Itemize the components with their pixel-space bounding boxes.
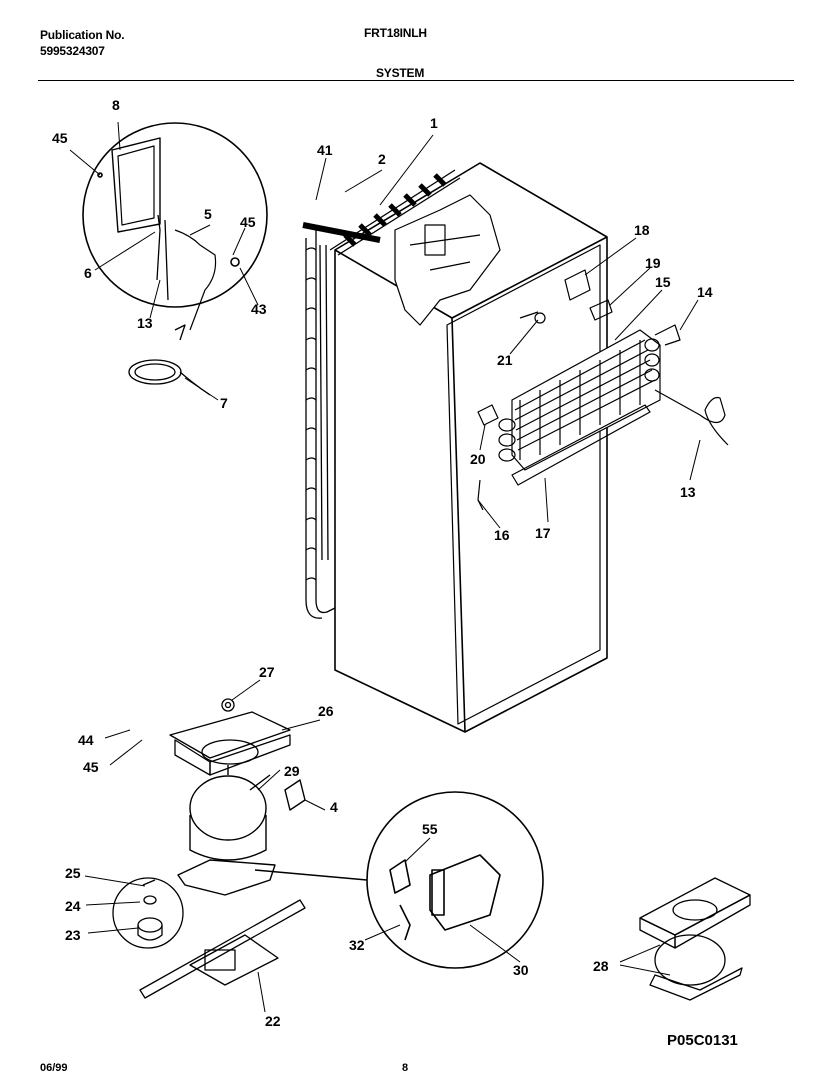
callout-16: 16 bbox=[494, 527, 510, 543]
publication-label: Publication No. bbox=[40, 28, 125, 42]
callout-4: 4 bbox=[330, 799, 338, 815]
callout-7: 7 bbox=[220, 395, 228, 411]
condenser-coil-drawing bbox=[302, 222, 381, 619]
section-title: SYSTEM bbox=[376, 66, 425, 80]
evaporator-top-drawing bbox=[394, 194, 501, 326]
inset-circle-drawing bbox=[82, 122, 268, 331]
callout-30: 30 bbox=[513, 962, 529, 978]
callout-29: 29 bbox=[284, 763, 300, 779]
callout-45-bottom: 45 bbox=[83, 759, 99, 775]
callout-20: 20 bbox=[470, 451, 486, 467]
callout-13-top: 13 bbox=[137, 315, 153, 331]
publication-number: 5995324307 bbox=[40, 44, 105, 58]
compressor-assembly-drawing bbox=[639, 877, 751, 1001]
footer-page-number: 8 bbox=[402, 1062, 409, 1074]
callout-17: 17 bbox=[535, 525, 551, 541]
callout-21: 21 bbox=[497, 352, 513, 368]
callout-43: 43 bbox=[251, 301, 267, 317]
callout-2: 2 bbox=[378, 151, 386, 167]
grommet-inset-circle bbox=[112, 877, 184, 949]
callout-1: 1 bbox=[430, 115, 438, 131]
callout-41: 41 bbox=[317, 142, 333, 158]
callout-24: 24 bbox=[65, 898, 81, 914]
model-number: FRT18INLH bbox=[364, 26, 427, 40]
callout-15: 15 bbox=[655, 274, 671, 290]
callout-32: 32 bbox=[349, 937, 365, 953]
relay-inset-circle bbox=[254, 791, 544, 969]
drain-pan-drawing bbox=[169, 698, 291, 776]
top-coil-drawing bbox=[329, 169, 461, 256]
callout-25: 25 bbox=[65, 865, 81, 881]
callout-22: 22 bbox=[265, 1013, 281, 1029]
callout-45-top: 45 bbox=[52, 130, 68, 146]
evaporator-drawing bbox=[498, 324, 729, 486]
footer-date: 06/99 bbox=[40, 1062, 68, 1074]
callout-45-inset: 45 bbox=[240, 214, 256, 230]
diagram-code: P05C0131 bbox=[667, 1032, 738, 1049]
callout-23: 23 bbox=[65, 927, 81, 943]
callout-5: 5 bbox=[204, 206, 212, 222]
callout-18: 18 bbox=[634, 222, 650, 238]
callout-26: 26 bbox=[318, 703, 334, 719]
callout-8: 8 bbox=[112, 97, 120, 113]
callout-labels: 1 2 4 5 6 7 8 13 13 14 15 16 17 18 19 20… bbox=[52, 97, 713, 1029]
callout-14: 14 bbox=[697, 284, 713, 300]
header-rule bbox=[38, 80, 794, 81]
callout-27: 27 bbox=[259, 664, 275, 680]
callout-13-right: 13 bbox=[680, 484, 696, 500]
base-rail-drawing bbox=[139, 899, 306, 999]
callout-28: 28 bbox=[593, 958, 609, 974]
callout-19: 19 bbox=[645, 255, 661, 271]
callout-55: 55 bbox=[422, 821, 438, 837]
callout-44: 44 bbox=[78, 732, 94, 748]
thermostat-coil-drawing bbox=[128, 324, 211, 396]
callout-6: 6 bbox=[84, 265, 92, 281]
leader-lines bbox=[69, 121, 701, 1013]
compressor-drawing bbox=[177, 765, 306, 896]
